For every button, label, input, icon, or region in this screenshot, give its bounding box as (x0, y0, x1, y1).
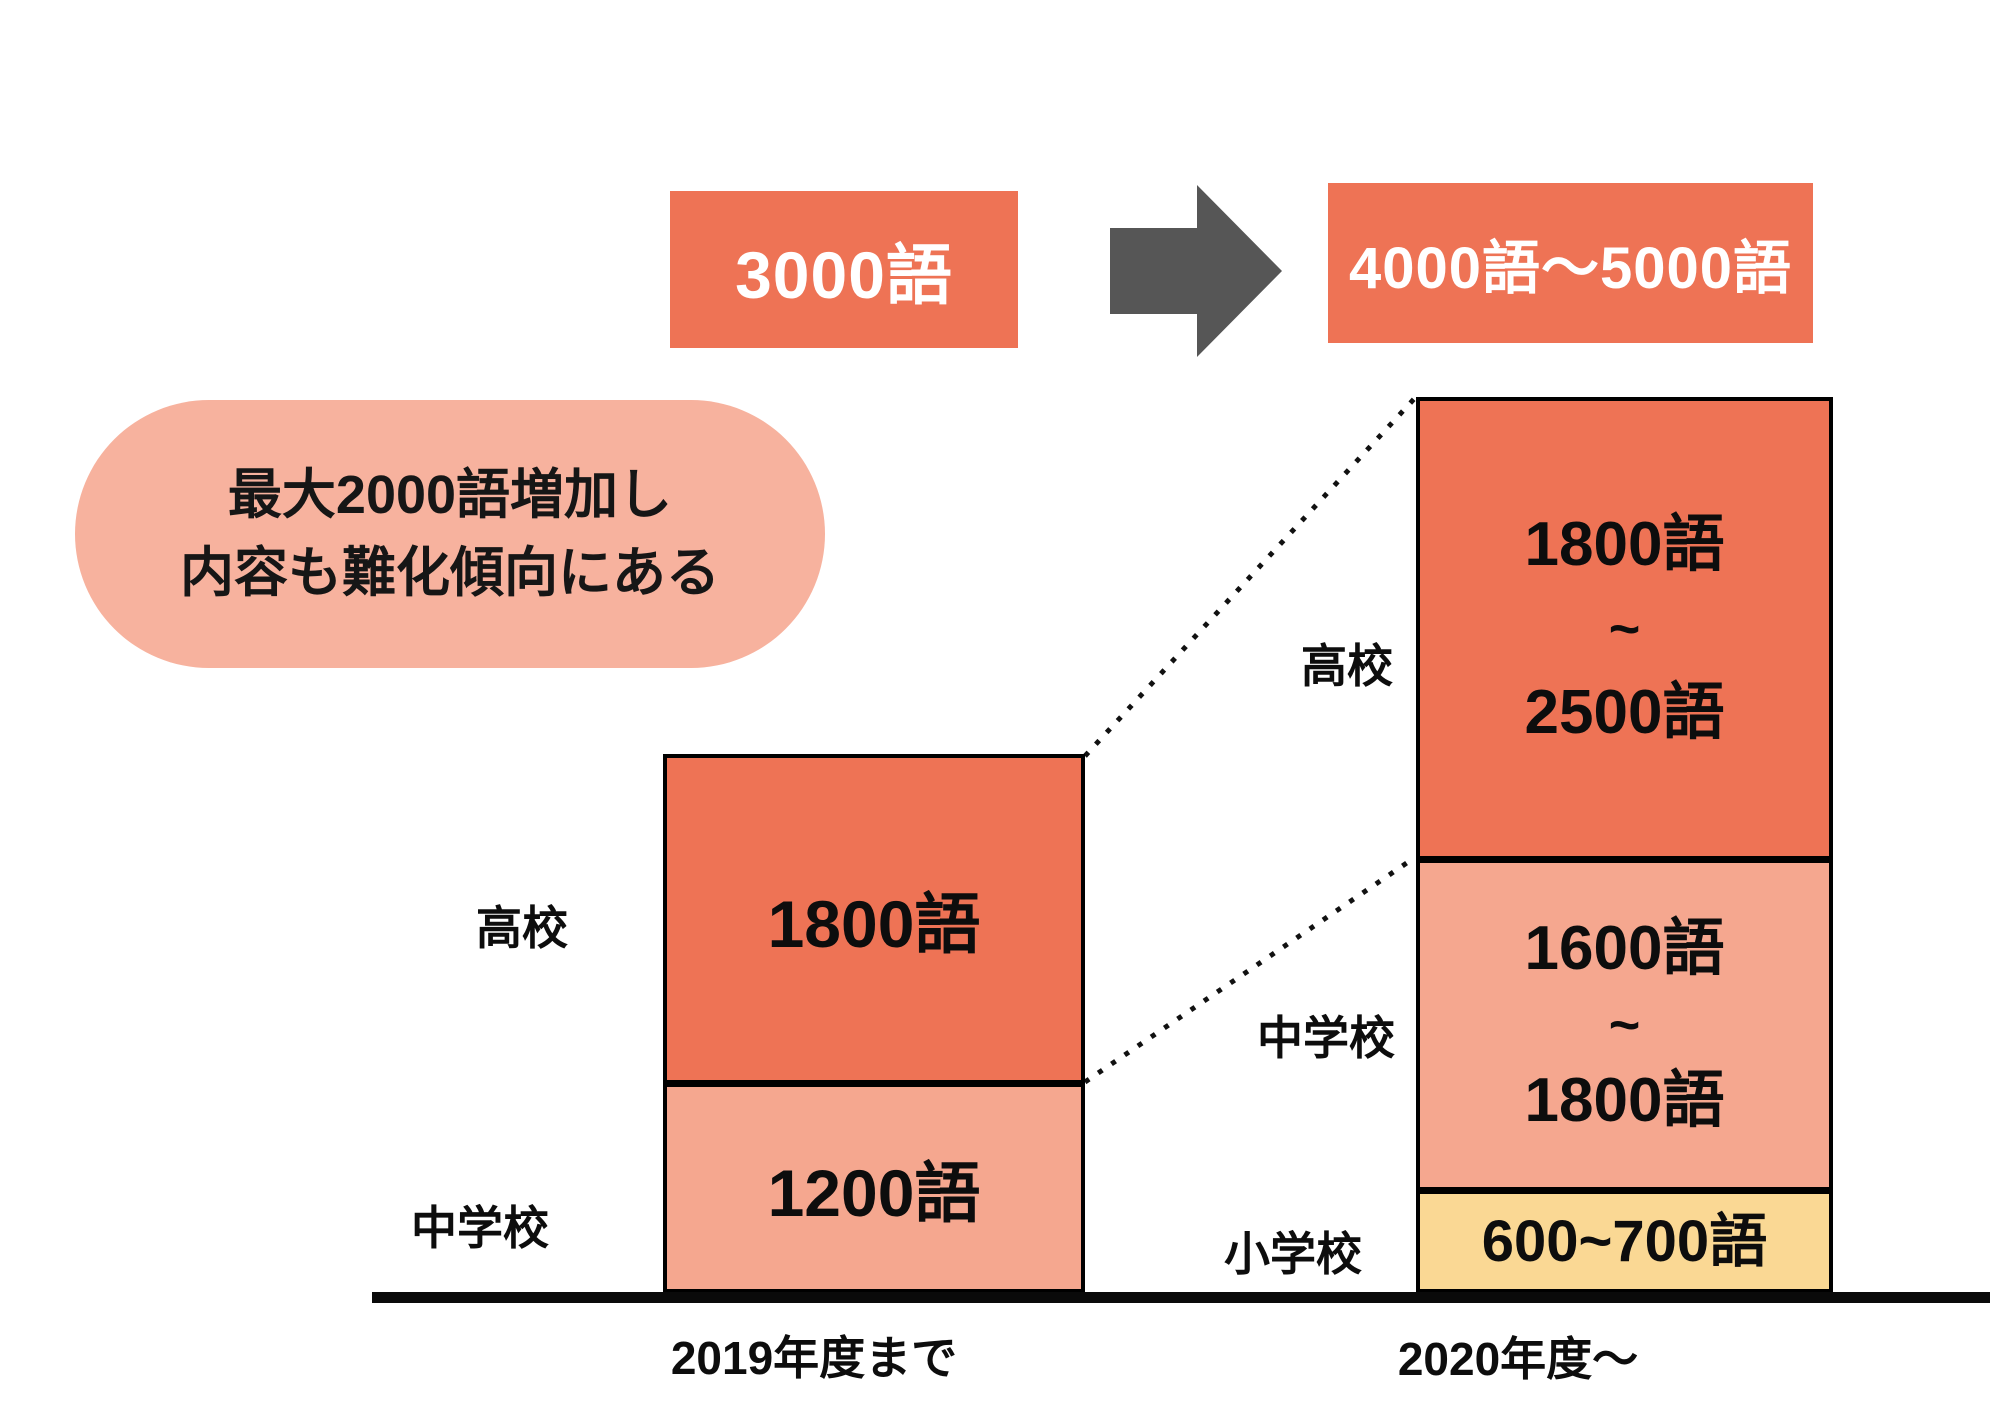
callout-line-2: 内容も難化傾向にある (180, 543, 720, 603)
callout-bubble: 最大2000語増加し 内容も難化傾向にある (75, 400, 825, 668)
label-2019-juniorhigh: 中学校 (411, 1202, 549, 1254)
bar-2020-highschool-min: 1800語 (1524, 509, 1725, 579)
bar-2019-highschool-segment: 1800語 (667, 758, 1081, 1080)
bar-2019: 1800語 1200語 (663, 754, 1085, 1293)
bar-2020-juniorhigh-segment: 1600語 ~ 1800語 (1420, 856, 1829, 1187)
label-2019-highschool: 高校 (476, 902, 568, 954)
total-after-box: 4000語〜5000語 (1328, 183, 1813, 343)
total-before-box: 3000語 (670, 191, 1018, 348)
bar-2019-juniorhigh-value: 1200語 (767, 1156, 981, 1230)
label-2020-juniorhigh: 中学校 (1257, 1012, 1395, 1064)
label-2020-highschool: 高校 (1301, 640, 1393, 692)
bar-2019-highschool-value: 1800語 (767, 887, 981, 961)
bar-2020-juniorhigh-min: 1600語 (1524, 914, 1725, 983)
callout-line-1: 最大2000語増加し (227, 464, 673, 525)
bar-2020-elementary-segment: 600~700語 (1420, 1187, 1829, 1289)
right-arrow-icon (1110, 185, 1282, 357)
x-axis-line (372, 1292, 1990, 1303)
bar-2020-highschool-tilde: ~ (1608, 598, 1641, 659)
label-2020-elementary: 小学校 (1224, 1228, 1362, 1280)
bar-2020-highschool-max: 2500語 (1524, 677, 1725, 747)
axis-label-2020: 2020年度〜 (1397, 1333, 1639, 1385)
total-after-value: 4000語〜5000語 (1348, 236, 1793, 301)
bar-2020: 1800語 ~ 2500語 1600語 ~ 1800語 600~700語 (1416, 397, 1833, 1293)
bar-2020-highschool-segment: 1800語 ~ 2500語 (1420, 401, 1829, 856)
total-before-value: 3000語 (735, 237, 953, 312)
axis-label-2019: 2019年度まで (670, 1332, 958, 1384)
bar-2020-elementary-value: 600~700語 (1481, 1208, 1768, 1274)
connector-line-bottom (1083, 855, 1416, 1085)
bar-2020-juniorhigh-tilde: ~ (1608, 995, 1641, 1055)
connector-line-top (1083, 397, 1416, 758)
bar-2020-juniorhigh-max: 1800語 (1524, 1066, 1725, 1135)
bar-2019-juniorhigh-segment: 1200語 (667, 1080, 1081, 1289)
